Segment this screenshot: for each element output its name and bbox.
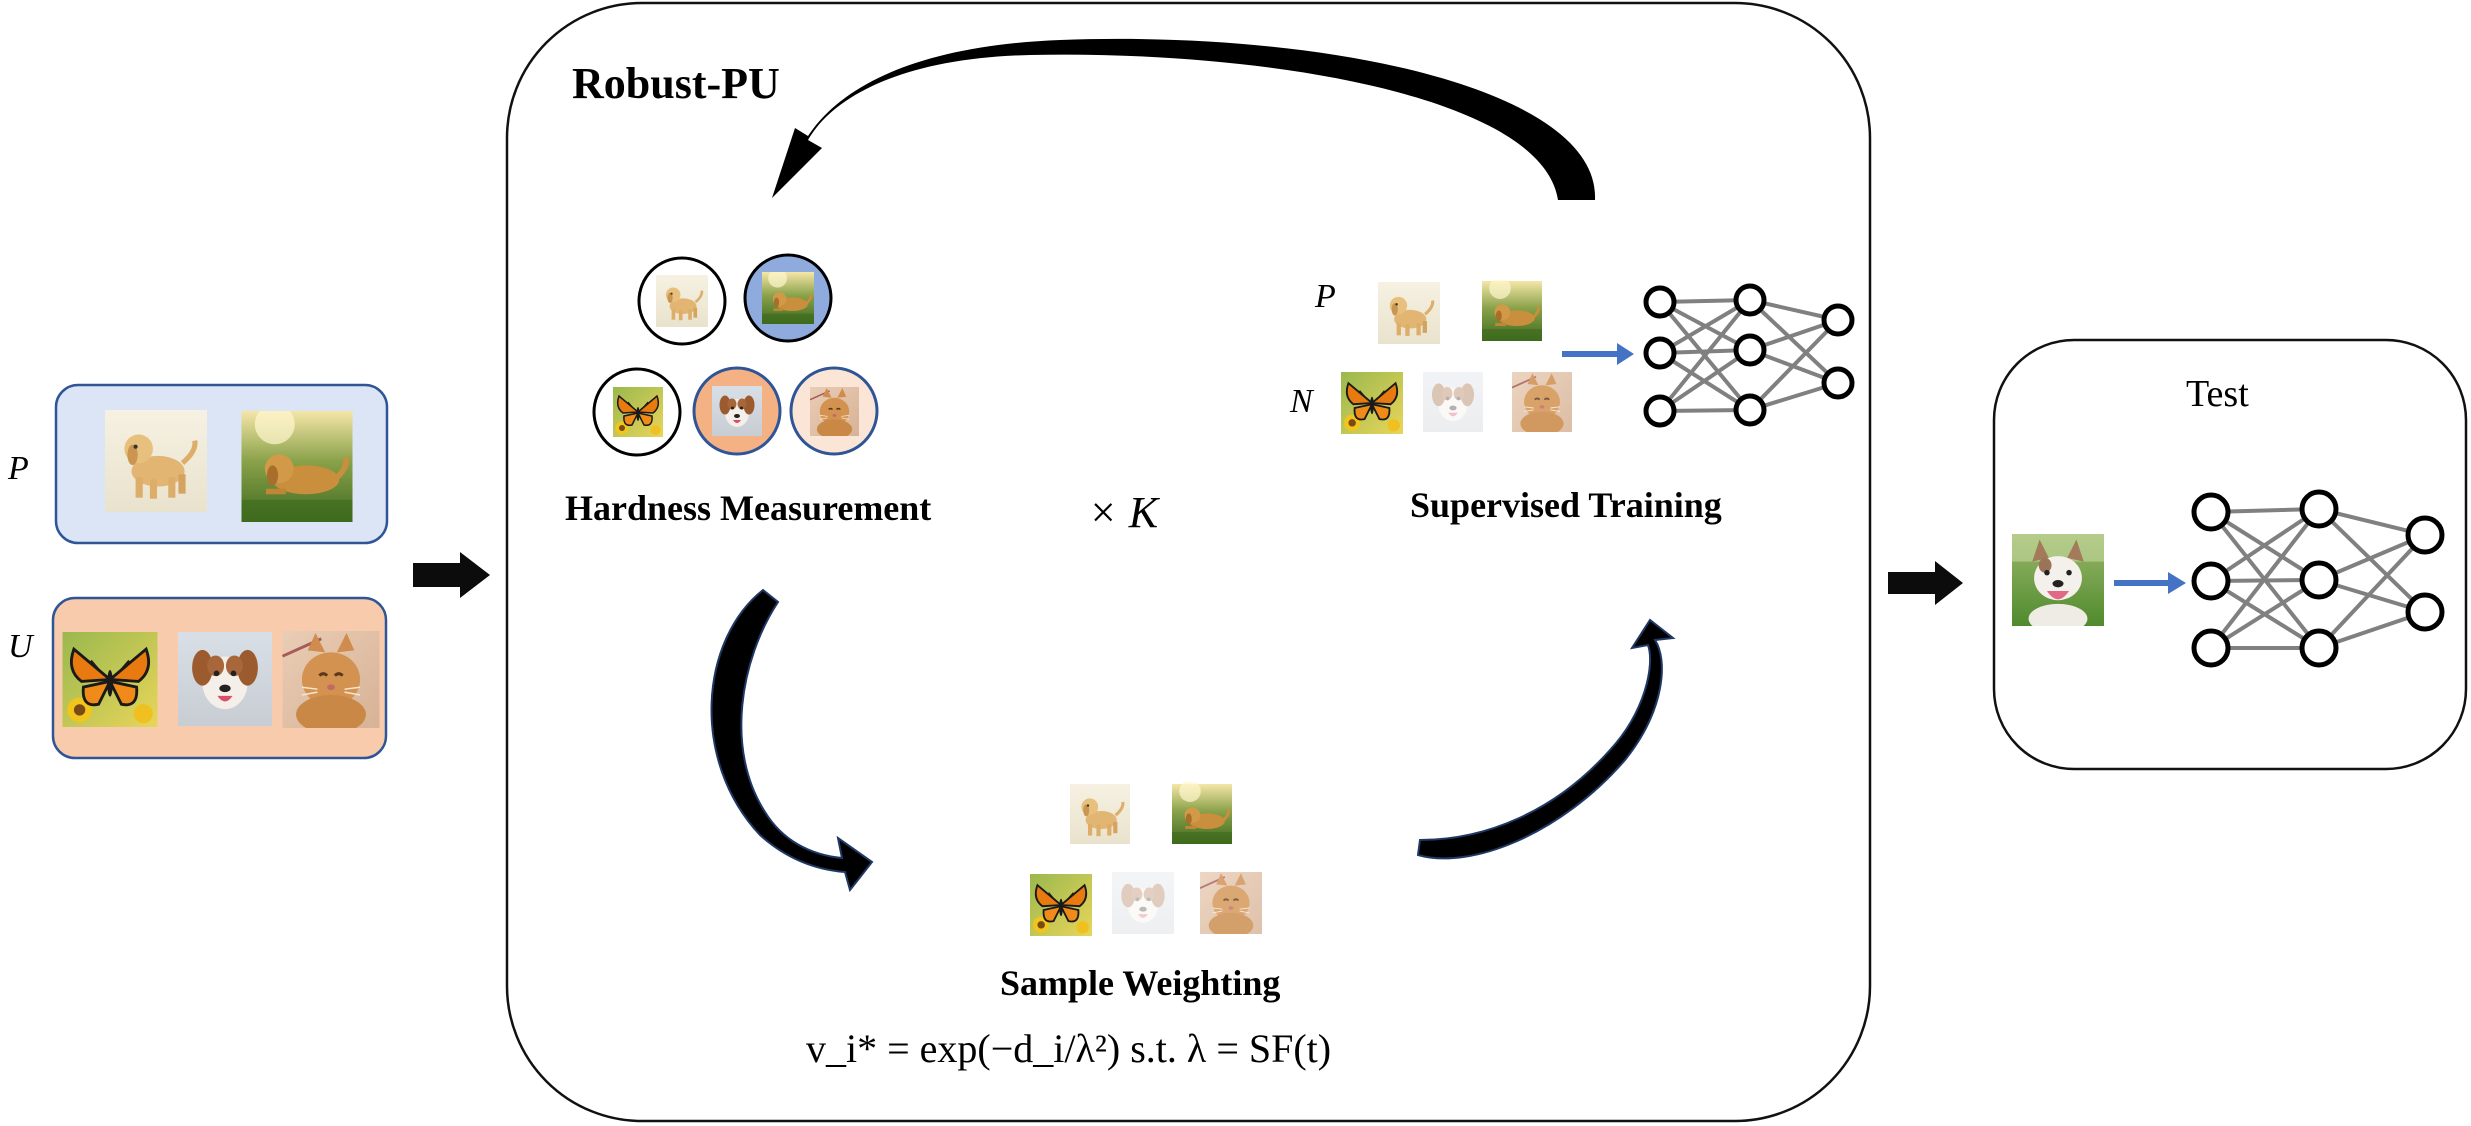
dog-image [712, 386, 762, 436]
golden-retriever-image [242, 404, 353, 522]
sample-weighting-label: Sample Weighting [1000, 963, 1281, 1003]
butterfly-image [60, 632, 160, 727]
cat-image [1512, 372, 1572, 432]
test-box [1992, 338, 2468, 771]
weighting-to-supervised-arrow-icon [1416, 618, 1676, 860]
positive-set-label: P [8, 450, 29, 487]
unlabeled-set-label: U [8, 628, 33, 665]
golden-retriever-image [760, 272, 816, 324]
weighting-images [1030, 782, 1262, 936]
dog-image [1112, 872, 1174, 934]
supervised-negative-label: N [1290, 383, 1313, 420]
weighting-formula: v_i* = exp(−d_i/λ²) s.t. λ = SF(t) [806, 1026, 1332, 1071]
output-arrow-icon [1888, 561, 1963, 605]
golden-retriever-image [1172, 782, 1232, 846]
dog-image [1423, 372, 1483, 432]
cat-image [1200, 872, 1262, 934]
hardness-circles [592, 253, 879, 457]
input-arrow-icon [413, 552, 490, 598]
test-dog-image [2012, 534, 2104, 626]
input-panel [51, 383, 389, 760]
supervised-positive-label: P [1315, 278, 1336, 315]
butterfly-image [613, 387, 663, 437]
supervised-network-nodes [1643, 283, 1855, 428]
puppy-image [1376, 282, 1442, 344]
butterfly-image [1030, 874, 1092, 936]
diagram-title: Robust-PU [572, 59, 780, 108]
supervised-training-label: Supervised Training [1410, 485, 1722, 525]
cat-image [282, 631, 380, 728]
hardness-to-weighting-arrow-icon [710, 588, 874, 893]
loop-back-arrow-icon [772, 38, 1596, 200]
supervised-images [1340, 280, 1572, 434]
supervised-input-arrow-icon [1562, 343, 1634, 365]
robust-pu-container [505, 1, 1872, 1123]
butterfly-image [1340, 372, 1404, 434]
cat-image [810, 387, 859, 436]
test-network-nodes [2191, 489, 2445, 668]
hardness-measurement-label: Hardness Measurement [565, 488, 932, 528]
repeat-k-label: × K [1088, 488, 1159, 537]
golden-retriever-image [1482, 280, 1542, 342]
test-input-arrow-icon [2114, 572, 2186, 594]
puppy-image [1068, 784, 1132, 844]
test-label: Test [2186, 373, 2249, 415]
puppy-image [656, 275, 708, 327]
dog-image [178, 632, 272, 726]
puppy-image [105, 410, 207, 512]
